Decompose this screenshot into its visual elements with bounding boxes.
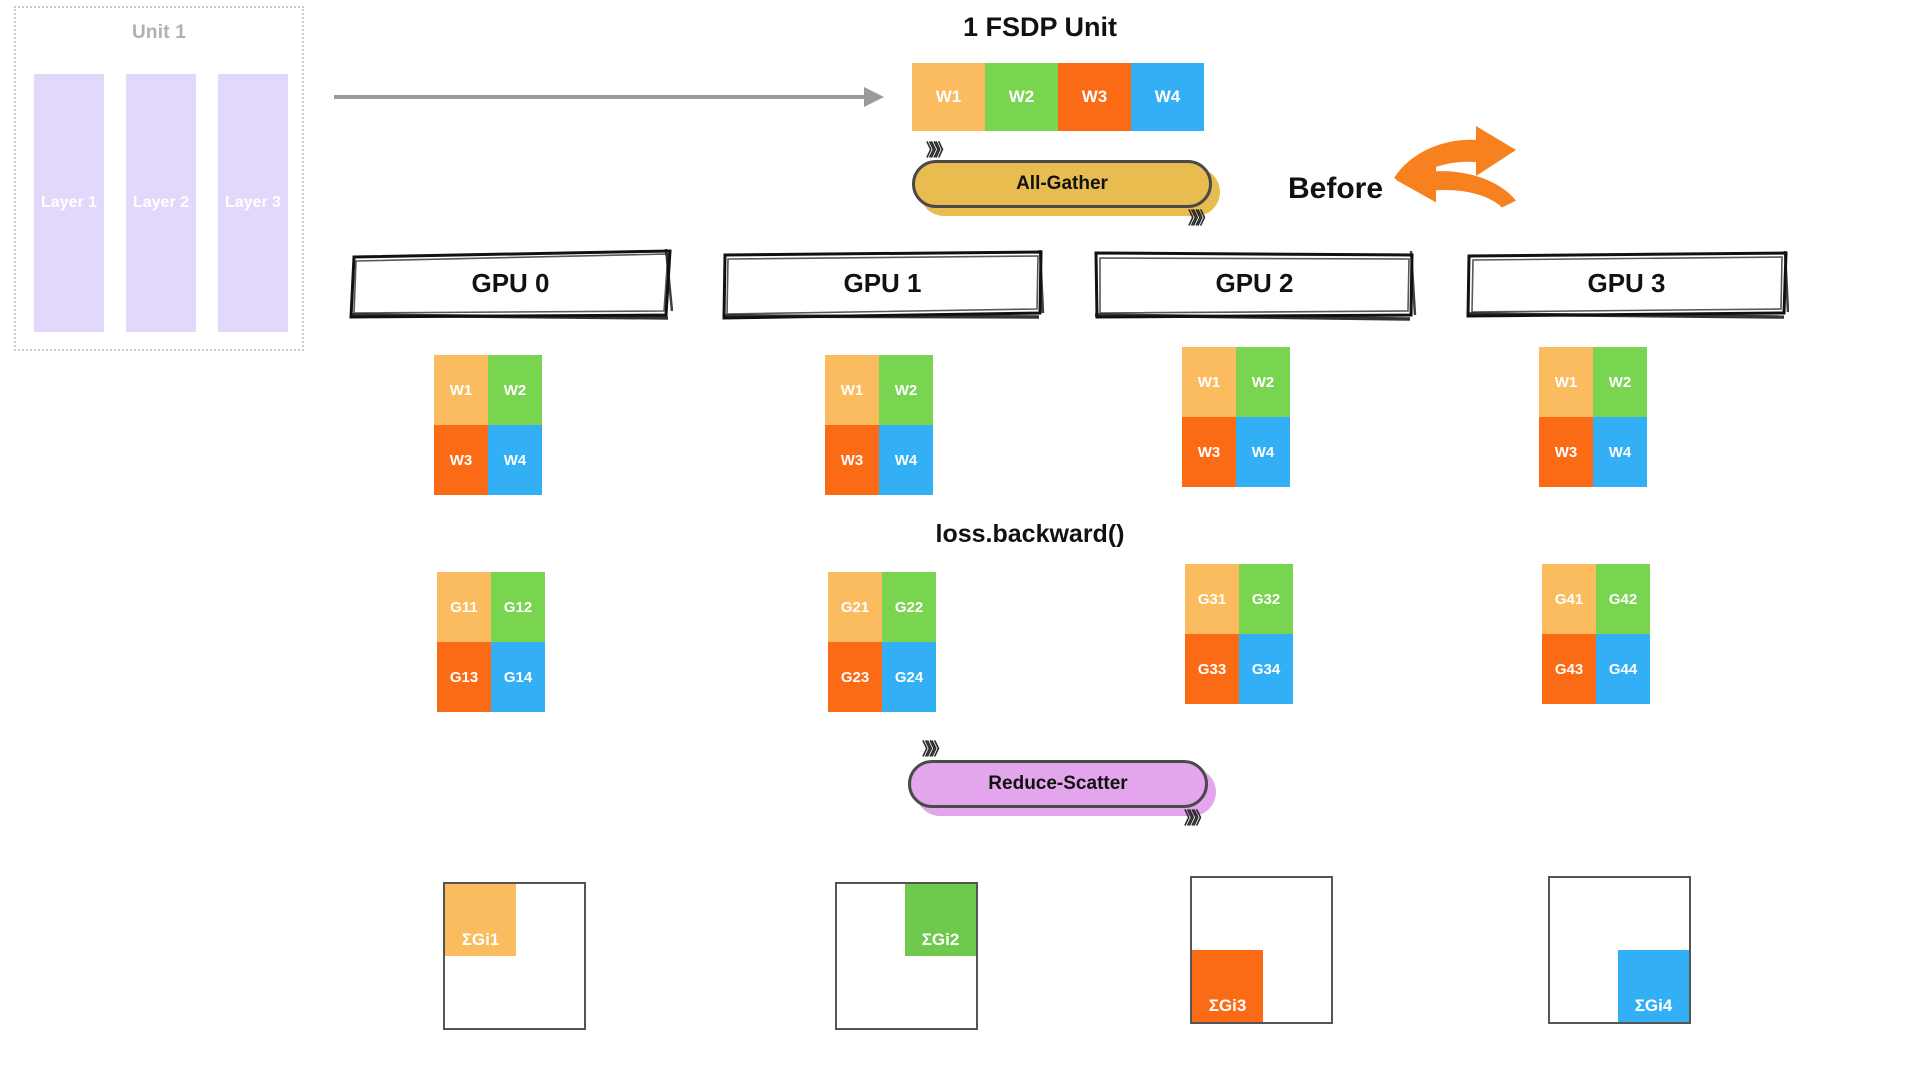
loss-backward-label: loss.backward() xyxy=(935,520,1125,548)
gradient-quad-gpu2: G31 G32 G33 G34 xyxy=(1185,564,1293,704)
gpu-box-2: GPU 2 xyxy=(1092,245,1417,321)
reduce-scatter-pill[interactable]: Reduce-Scatter xyxy=(908,760,1208,808)
sharded-grad-fill-2: ΣGi2 xyxy=(905,884,976,956)
fsdp-shard-w2: W2 xyxy=(985,63,1058,131)
weight-cell-w3: W3 xyxy=(1182,417,1236,487)
weight-quad-gpu3: W1 W2 W3 W4 xyxy=(1539,347,1647,487)
weight-cell-w1: W1 xyxy=(1182,347,1236,417)
layer-label-1: Layer 1 xyxy=(40,194,98,211)
arrow-head xyxy=(864,87,884,107)
fsdp-shard-w1: W1 xyxy=(912,63,985,131)
weight-cell-w2: W2 xyxy=(879,355,933,425)
weight-cell-w2: W2 xyxy=(1593,347,1647,417)
flow-arrow-icon xyxy=(334,87,884,107)
gradient-cell-3: G23 xyxy=(828,642,882,712)
weight-cell-w1: W1 xyxy=(434,355,488,425)
gpu-box-1: GPU 1 xyxy=(720,245,1045,321)
gradient-cell-2: G32 xyxy=(1239,564,1293,634)
weight-cell-w4: W4 xyxy=(1236,417,1290,487)
gradient-cell-3: G43 xyxy=(1542,634,1596,704)
gradient-cell-1: G31 xyxy=(1185,564,1239,634)
reduce-scatter-label: Reduce-Scatter xyxy=(988,773,1128,794)
gpu-label-3: GPU 3 xyxy=(1587,267,1666,298)
sharded-grad-fill-1: ΣGi1 xyxy=(445,884,516,956)
all-gather-chevrons-bottom: 》》》 xyxy=(1188,209,1214,229)
weight-cell-w2: W2 xyxy=(1236,347,1290,417)
gpu-box-3: GPU 3 xyxy=(1464,245,1789,321)
gradient-cell-4: G34 xyxy=(1239,634,1293,704)
gradient-quad-gpu0: G11 G12 G13 G14 xyxy=(437,572,545,712)
reduce-scatter-group: 》》》 Reduce-Scatter 》》》 xyxy=(908,740,1228,829)
layer-box-3: Layer 3 xyxy=(218,74,288,332)
weight-cell-w4: W4 xyxy=(879,425,933,495)
fsdp-unit-title: 1 FSDP Unit xyxy=(962,12,1118,42)
layer-row: Layer 1 Layer 2 Layer 3 xyxy=(34,74,288,332)
weight-quad-gpu2: W1 W2 W3 W4 xyxy=(1182,347,1290,487)
arrow-shaft xyxy=(334,95,866,99)
weight-cell-w3: W3 xyxy=(434,425,488,495)
all-gather-group: 》》》 All-Gather 》》》 xyxy=(912,141,1224,229)
gradient-cell-1: G41 xyxy=(1542,564,1596,634)
fsdp-shard-w3: W3 xyxy=(1058,63,1131,131)
layer-label-3: Layer 3 xyxy=(224,194,282,211)
gpu-label-0: GPU 0 xyxy=(471,267,550,298)
layer-label-2: Layer 2 xyxy=(132,194,190,211)
gpu-box-0: GPU 0 xyxy=(348,245,673,321)
swap-arrows-icon xyxy=(1390,122,1520,217)
weight-cell-w1: W1 xyxy=(1539,347,1593,417)
sharded-grad-box-gpu3: ΣGi4 xyxy=(1548,876,1691,1024)
gradient-cell-1: G11 xyxy=(437,572,491,642)
weight-quad-gpu1: W1 W2 W3 W4 xyxy=(825,355,933,495)
reduce-scatter-chevrons-top: 》》》 xyxy=(922,740,948,760)
weight-cell-w3: W3 xyxy=(825,425,879,495)
before-label: Before xyxy=(1288,172,1384,205)
gradient-cell-2: G12 xyxy=(491,572,545,642)
sharded-grad-fill-3: ΣGi3 xyxy=(1192,950,1263,1022)
layer-box-2: Layer 2 xyxy=(126,74,196,332)
gradient-quad-gpu1: G21 G22 G23 G24 xyxy=(828,572,936,712)
gradient-cell-3: G13 xyxy=(437,642,491,712)
gpu-label-1: GPU 1 xyxy=(843,267,922,298)
gradient-quad-gpu3: G41 G42 G43 G44 xyxy=(1542,564,1650,704)
weight-cell-w3: W3 xyxy=(1539,417,1593,487)
unit-title: Unit 1 xyxy=(132,22,186,43)
sharded-grad-box-gpu2: ΣGi3 xyxy=(1190,876,1333,1024)
layer-box-1: Layer 1 xyxy=(34,74,104,332)
reduce-scatter-chevrons-bottom: 》》》 xyxy=(1184,809,1210,829)
sharded-grad-box-gpu1: ΣGi2 xyxy=(835,882,978,1030)
weight-cell-w2: W2 xyxy=(488,355,542,425)
gradient-cell-2: G22 xyxy=(882,572,936,642)
weight-quad-gpu0: W1 W2 W3 W4 xyxy=(434,355,542,495)
gradient-cell-2: G42 xyxy=(1596,564,1650,634)
all-gather-label: All-Gather xyxy=(1016,173,1108,194)
fsdp-shard-strip: W1 W2 W3 W4 xyxy=(912,63,1204,131)
gradient-cell-4: G24 xyxy=(882,642,936,712)
gradient-cell-3: G33 xyxy=(1185,634,1239,704)
weight-cell-w4: W4 xyxy=(1593,417,1647,487)
all-gather-chevrons-top: 》》》 xyxy=(926,141,952,161)
sharded-grad-box-gpu0: ΣGi1 xyxy=(443,882,586,1030)
weight-cell-w1: W1 xyxy=(825,355,879,425)
gradient-cell-1: G21 xyxy=(828,572,882,642)
gradient-cell-4: G14 xyxy=(491,642,545,712)
weight-cell-w4: W4 xyxy=(488,425,542,495)
gpu-label-2: GPU 2 xyxy=(1215,267,1294,298)
gradient-cell-4: G44 xyxy=(1596,634,1650,704)
unit-panel: Unit 1 Layer 1 Layer 2 Layer 3 xyxy=(14,6,304,351)
sharded-grad-fill-4: ΣGi4 xyxy=(1618,950,1689,1022)
fsdp-shard-w4: W4 xyxy=(1131,63,1204,131)
all-gather-pill[interactable]: All-Gather xyxy=(912,160,1212,208)
